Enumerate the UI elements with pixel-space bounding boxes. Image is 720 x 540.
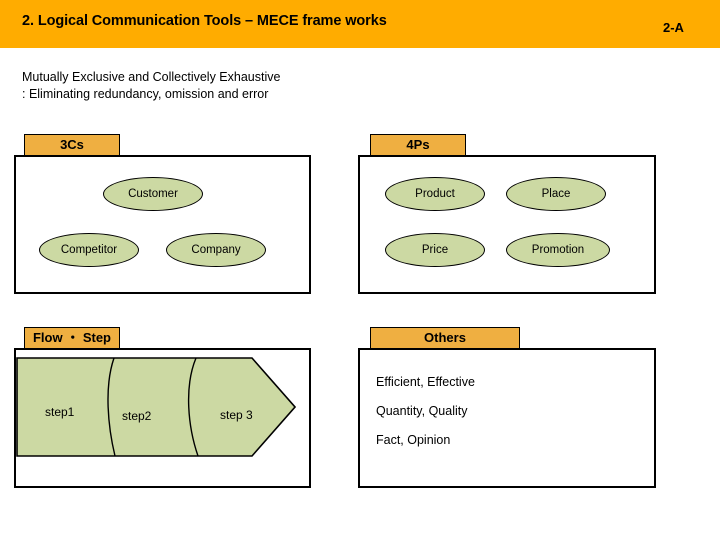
header-band: [0, 0, 720, 48]
node-company[interactable]: Company: [166, 233, 266, 267]
subtitle-line-1: Mutually Exclusive and Collectively Exha…: [22, 70, 281, 84]
page-number-label: 2-A: [663, 20, 684, 35]
flow-step-label-1[interactable]: step1: [45, 405, 75, 419]
subtitle-block: Mutually Exclusive and Collectively Exha…: [22, 69, 280, 103]
flow-step-label-2[interactable]: step2: [122, 409, 152, 423]
others-list-item-1: Efficient, Effective: [376, 375, 475, 389]
panel-four-ps: [358, 155, 656, 294]
flow-divider-1: [107, 357, 116, 457]
panel-label-others: Others: [370, 327, 520, 349]
panel-others: [358, 348, 656, 488]
node-promotion[interactable]: Promotion: [506, 233, 610, 267]
subtitle-line-2: : Eliminating redundancy, omission and e…: [22, 87, 269, 101]
panel-three-cs: [14, 155, 311, 294]
panel-label-four-ps: 4Ps: [370, 134, 466, 156]
flow-step-label-3[interactable]: step 3: [220, 408, 253, 422]
others-list-item-3: Fact, Opinion: [376, 433, 451, 447]
node-product[interactable]: Product: [385, 177, 485, 211]
page-title: 2. Logical Communication Tools – MECE fr…: [22, 13, 387, 29]
panel-label-three-cs: 3Cs: [24, 134, 120, 156]
node-place[interactable]: Place: [506, 177, 606, 211]
node-price[interactable]: Price: [385, 233, 485, 267]
flow-arrow-shape: [16, 357, 296, 457]
panel-label-flow-step: Flow ・ Step: [24, 327, 120, 349]
node-customer[interactable]: Customer: [103, 177, 203, 211]
flow-arrow-body: [16, 357, 296, 457]
node-competitor[interactable]: Competitor: [39, 233, 139, 267]
flow-divider-2: [187, 357, 199, 457]
others-list-item-2: Quantity, Quality: [376, 404, 468, 418]
